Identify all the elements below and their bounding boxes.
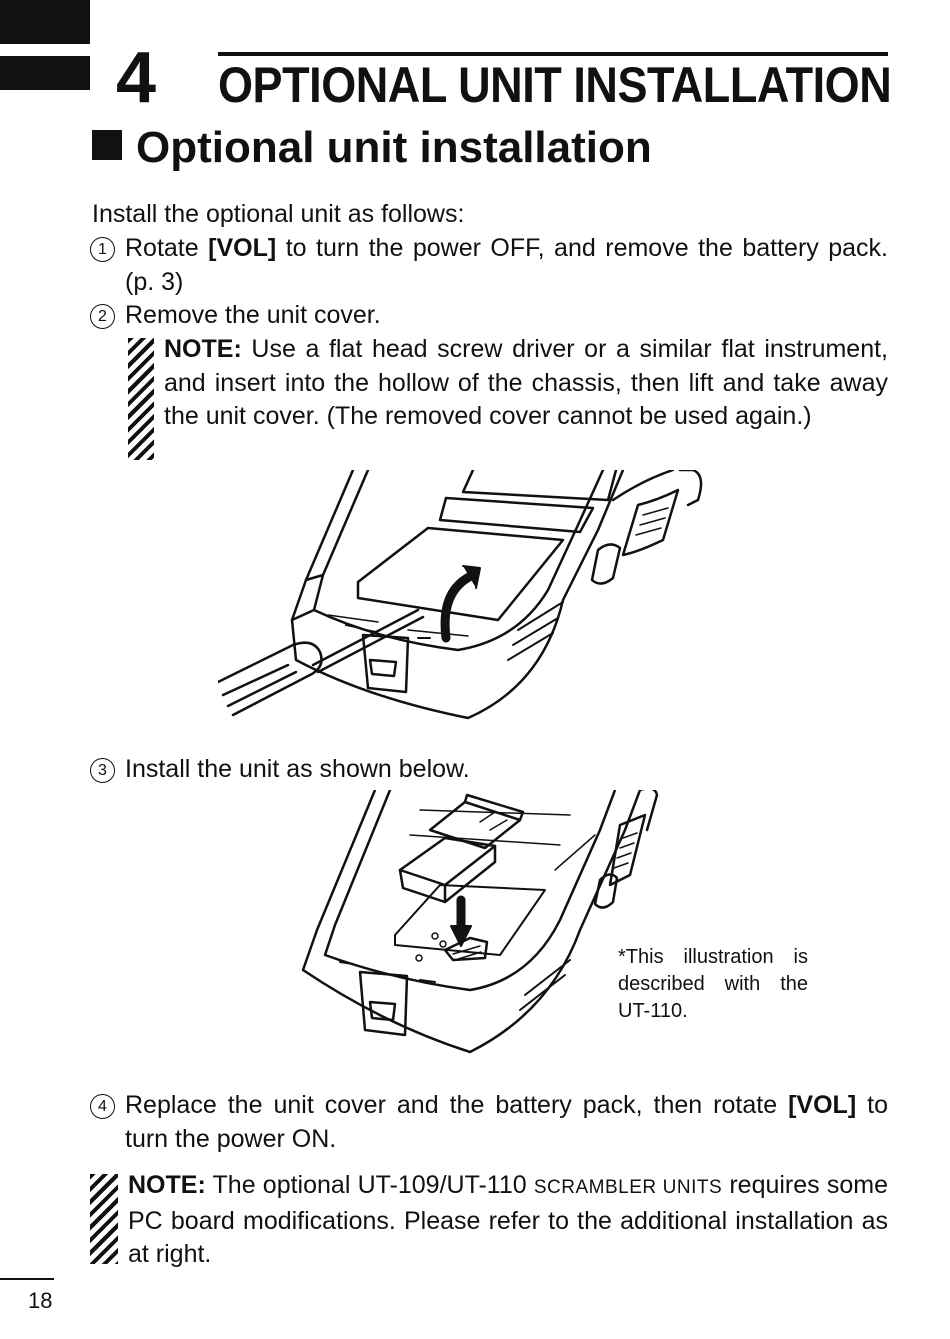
- cover-removal-illustration: [218, 470, 703, 720]
- unit-cover-plate: [356, 526, 565, 622]
- chapter-title: OPTIONAL UNIT INSTALLATION: [218, 57, 892, 113]
- side-grip: [611, 470, 680, 557]
- battery-latch: [358, 970, 409, 1037]
- chapter-number: 4: [116, 38, 157, 118]
- step-3-marker: 3: [90, 753, 122, 787]
- square-bullet-icon: [92, 130, 122, 160]
- scrambler-unit-board: [398, 836, 497, 887]
- chapter-tab-bottom: [0, 56, 90, 90]
- chapter-tab-top: [0, 0, 90, 44]
- screwdriver-shaft: [311, 608, 425, 674]
- page-number: 18: [28, 1288, 53, 1313]
- footer-rule: [0, 1278, 54, 1280]
- step-1-text: Rotate [VOL] to turn the power OFF, and …: [125, 234, 889, 296]
- chapter-rule: [218, 52, 888, 56]
- section-title: Optional unit installation: [136, 123, 652, 172]
- note-stripe-icon: [128, 338, 154, 460]
- unit-compartment: [394, 884, 546, 956]
- step-3-text: Install the unit as shown below.: [125, 755, 470, 783]
- radio-body-outline: [301, 790, 642, 1054]
- screwdriver-handle: [218, 641, 323, 717]
- note-1-text: NOTE: Use a flat head screw driver or a …: [164, 335, 888, 430]
- lift-arrow: [440, 570, 478, 643]
- battery-latch: [361, 633, 410, 694]
- step-2-marker: 2: [90, 299, 122, 333]
- section-heading: Optional unit installation: [92, 123, 652, 172]
- radio-inner-rim: [312, 470, 605, 652]
- connector-socket: [443, 936, 489, 962]
- note-stripe-icon: [90, 1174, 118, 1264]
- illustration-caption: *This illustration is described with the…: [618, 946, 808, 1022]
- upper-compartment: [461, 470, 618, 502]
- step-1-marker: 1: [90, 232, 122, 266]
- step-4-text: Replace the unit cover and the battery p…: [125, 1091, 889, 1153]
- step-2-text: Remove the unit cover.: [125, 301, 381, 329]
- step-4-marker: 4: [90, 1089, 122, 1123]
- unit-installation-illustration: [301, 790, 659, 1054]
- note-2-text: NOTE: The optional UT-109/UT-110 SCRAMBL…: [128, 1171, 888, 1268]
- intro-text: Install the optional unit as follows:: [92, 200, 465, 228]
- side-grip: [608, 813, 647, 887]
